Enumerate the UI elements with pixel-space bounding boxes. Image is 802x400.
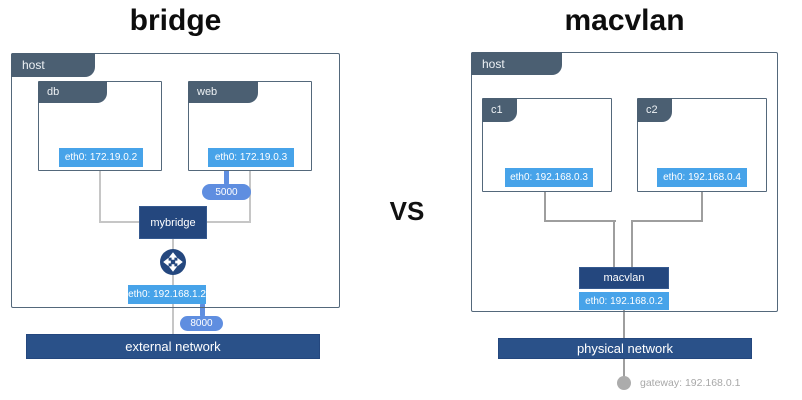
macvlan-host-tab: host <box>471 52 562 75</box>
bridge-title: bridge <box>129 4 222 37</box>
port-8000-line <box>200 303 205 317</box>
container-c2-tab: c2 <box>637 98 672 122</box>
physical-network-bar: physical network <box>498 338 752 359</box>
c2-to-macvlan-line <box>701 191 703 222</box>
eth-to-physical-line <box>623 309 625 339</box>
macvlan-eth-label: eth0: 192.168.0.2 <box>579 292 669 310</box>
port-5000-badge: 5000 <box>202 184 251 200</box>
port-5000-line <box>224 166 229 185</box>
web-to-bridge-line <box>207 221 251 223</box>
container-db-tab: db <box>38 81 107 103</box>
c2-to-macvlan-line <box>631 220 703 222</box>
container-web-tab: web <box>188 81 258 103</box>
mybridge-box: mybridge <box>139 206 207 239</box>
bridge-to-router-line <box>172 239 174 250</box>
host-eth-label: eth0: 192.168.1.2 <box>128 285 206 304</box>
eth-to-external-line <box>172 303 174 335</box>
db-to-bridge-line <box>99 221 139 223</box>
gateway-dot-icon <box>617 376 631 390</box>
db-eth-label: eth0: 172.19.0.2 <box>59 148 143 167</box>
c1-eth-label: eth0: 192.168.0.3 <box>505 168 593 187</box>
port-8000-badge: 8000 <box>180 316 223 331</box>
bridge-host-tab: host <box>11 53 95 77</box>
physical-to-gateway-line <box>623 358 625 378</box>
macvlan-title: macvlan <box>564 4 685 37</box>
container-c1-tab: c1 <box>482 98 517 122</box>
c1-to-macvlan-line <box>544 220 616 222</box>
vs-label: VS <box>389 196 425 226</box>
external-network-bar: external network <box>26 334 320 359</box>
router-icon <box>160 249 186 275</box>
router-to-eth-line <box>172 274 174 286</box>
gateway-label: gateway: 192.168.0.1 <box>640 377 741 389</box>
web-eth-label: eth0: 172.19.0.3 <box>208 148 294 167</box>
c2-to-macvlan-line <box>631 220 633 267</box>
c2-eth-label: eth0: 192.168.0.4 <box>657 168 747 187</box>
db-to-bridge-line <box>99 170 101 222</box>
c1-to-macvlan-line <box>613 220 615 267</box>
macvlan-host-box <box>471 52 778 312</box>
c1-to-macvlan-line <box>544 191 546 222</box>
macvlan-driver-box: macvlan <box>579 267 669 289</box>
bridge-host-box <box>11 53 340 308</box>
